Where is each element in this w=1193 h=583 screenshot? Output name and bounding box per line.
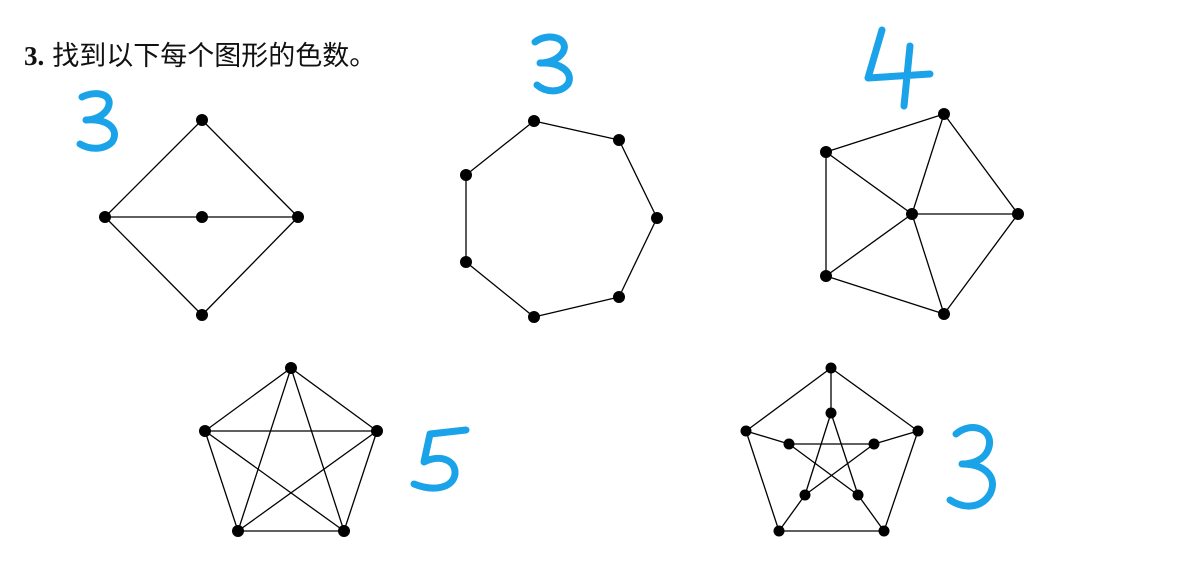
k5-edge [204,367,292,432]
petersen-vertex [868,438,880,450]
k5-edge [343,430,378,532]
wheel-edge [943,113,1019,215]
heptagon-edge [533,120,620,141]
petersen-vertex [852,489,864,501]
k5-vertex [371,425,383,437]
petersen-vertex [912,425,924,437]
heptagon-edge [465,120,535,176]
petersen-edge [745,430,790,445]
petersen-edge [745,430,780,532]
petersen-edge [804,443,875,496]
wheel-vertex [938,308,950,320]
petersen-vertex [825,407,837,419]
k5-edge [290,367,345,532]
diamond-vertex [292,211,304,223]
petersen-vertex [825,362,837,374]
graph-heptagon [460,115,663,323]
heptagon-edge [618,139,658,219]
question-number: 3. [24,41,45,71]
k5-edge [237,367,292,532]
wheel-edge [825,113,945,153]
heptagon-vertex [613,134,625,146]
petersen-edge [830,412,859,496]
petersen-edge [857,494,885,532]
wheel-edge [825,213,913,277]
petersen-edge [883,430,919,532]
petersen-edge [778,494,806,532]
diamond-vertex [99,211,111,223]
heptagon-edge [465,261,535,318]
graph-k5 [199,362,383,537]
petersen-vertex [773,525,785,537]
petersen-edge [873,430,919,445]
diamond-edge [104,216,203,316]
petersen-vertex [783,438,795,450]
heptagon-vertex [651,212,663,224]
petersen-edge [788,443,859,496]
heptagon-vertex [460,169,472,181]
wheel-vertex [820,146,832,158]
k5-vertex [285,362,297,374]
handwritten-answer-wheel [864,26,934,110]
wheel-vertex [906,208,918,220]
diamond-edge [201,119,299,218]
wheel-vertex [938,108,950,120]
petersen-edge [745,367,832,432]
handwritten-answer-petersen [946,423,996,510]
heptagon-vertex [460,256,472,268]
diamond-vertex [196,309,208,321]
wheel-edge [911,113,945,215]
heptagon-vertex [528,311,540,323]
wheel-edge [911,213,945,315]
k5-vertex [338,525,350,537]
k5-edge [237,430,378,532]
graph-wheel [820,108,1024,320]
k5-edge [204,430,239,532]
wheel-vertex [820,270,832,282]
k5-vertex [232,525,244,537]
petersen-edge [804,412,832,496]
diamond-vertex [196,114,208,126]
k5-edge [290,367,378,432]
heptagon-vertex [613,291,625,303]
petersen-vertex [799,489,811,501]
wheel-edge [825,275,945,315]
handwritten-answer-diamond [76,90,118,152]
question-text: 找到以下每个图形的色数。 [52,41,377,71]
diamond-vertex [196,211,208,223]
petersen-vertex [878,525,890,537]
wheel-edge [943,213,1019,315]
graph-petersen [740,362,924,537]
diamond-edge [201,216,299,316]
heptagon-vertex [528,115,540,127]
handwritten-answer-k5 [410,426,470,492]
heptagon-edge [618,217,658,298]
graph-diamond [99,114,304,321]
petersen-edge [830,367,919,432]
question-prompt: 3.找到以下每个图形的色数。 [24,34,376,73]
k5-edge [204,430,345,532]
k5-vertex [199,425,211,437]
heptagon-edge [533,296,620,318]
diamond-edge [104,119,203,218]
handwritten-answer-heptagon [531,33,573,95]
wheel-edge [825,151,913,215]
petersen-vertex [740,425,752,437]
wheel-vertex [1012,208,1024,220]
